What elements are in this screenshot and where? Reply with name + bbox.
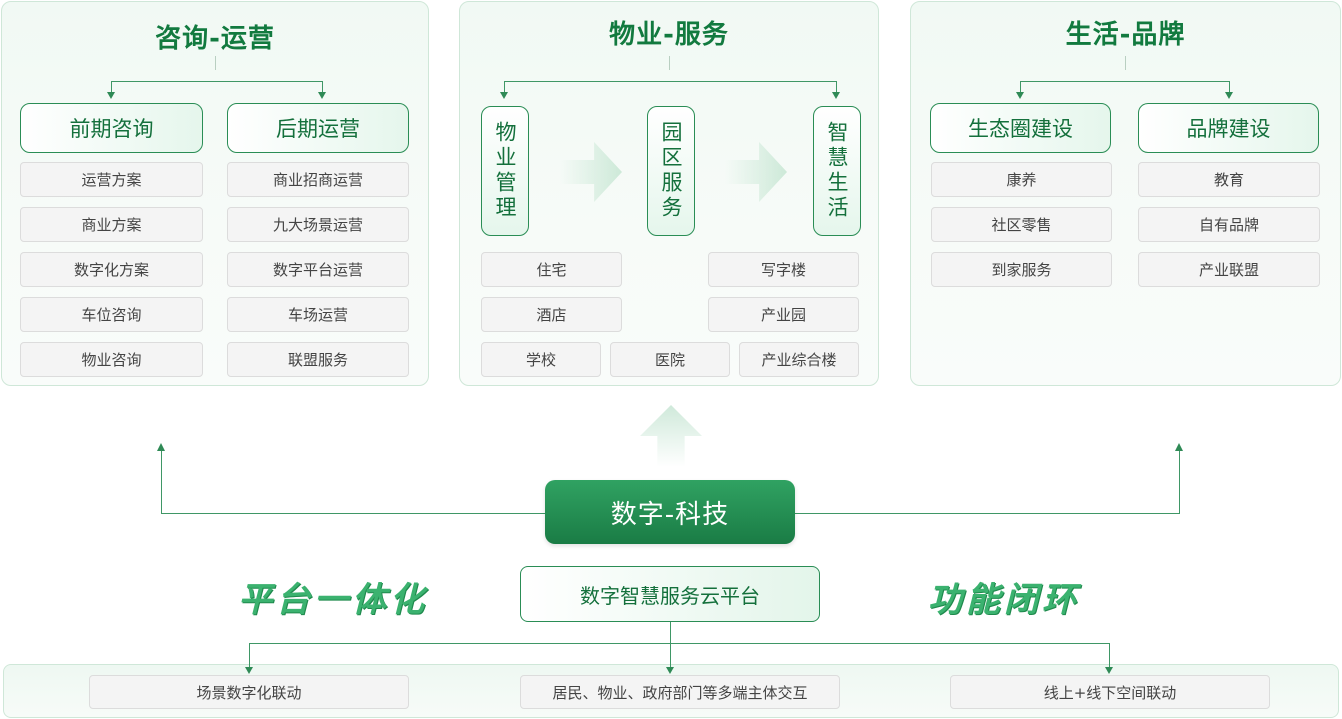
- platform-arrow-2: [666, 667, 674, 674]
- consulting-connector-right: [322, 81, 323, 93]
- platform-arrow-1: [245, 667, 253, 674]
- life-connector-bar: [1020, 81, 1230, 82]
- property-item: 产业园: [708, 297, 859, 332]
- ecosystem-item: 社区零售: [931, 207, 1112, 242]
- property-item: 学校: [481, 342, 601, 377]
- platform-connector-1: [249, 643, 250, 667]
- slogan-platform: 平台一体化: [238, 580, 428, 620]
- brand-item: 教育: [1138, 162, 1320, 197]
- consulting-arrow-left: [107, 92, 115, 99]
- property-item: 产业综合楼: [739, 342, 859, 377]
- platform-connector-bar: [249, 643, 1110, 644]
- bottom-item-space: 线上+线下空间联动: [950, 675, 1270, 709]
- platform-arrow-3: [1105, 667, 1113, 674]
- slogan-closed-loop: 功能闭环: [928, 580, 1080, 620]
- property-connector-right: [836, 81, 837, 93]
- consulting-connector-bar: [111, 81, 323, 82]
- operation-item: 九大场景运营: [227, 207, 409, 242]
- operation-item: 联盟服务: [227, 342, 409, 377]
- operation-item: 数字平台运营: [227, 252, 409, 287]
- bottom-item-interaction: 居民、物业、政府部门等多端主体交互: [520, 675, 840, 709]
- life-head-brand: 品牌建设: [1138, 103, 1319, 153]
- property-step-smart-life: 智慧生活: [813, 106, 861, 236]
- digital-tech-box: 数字-科技: [545, 480, 795, 544]
- up-arrow-icon: [640, 405, 702, 467]
- operation-item: 商业招商运营: [227, 162, 409, 197]
- life-connector-left: [1020, 81, 1021, 93]
- operation-item: 车场运营: [227, 297, 409, 332]
- ecosystem-item: 康养: [931, 162, 1112, 197]
- consulting-head-early: 前期咨询: [20, 103, 203, 153]
- tech-connector-right-up: [1179, 450, 1180, 513]
- property-item: 写字楼: [708, 252, 859, 287]
- property-connector-left: [504, 81, 505, 93]
- property-item: 医院: [610, 342, 730, 377]
- consulting-arrow-right: [318, 92, 326, 99]
- brand-item: 产业联盟: [1138, 252, 1320, 287]
- consulting-connector-left: [111, 81, 112, 93]
- property-step-park: 园区服务: [647, 106, 695, 236]
- life-title: 生活-品牌: [1065, 20, 1186, 50]
- tech-arrow-right: [1175, 443, 1183, 451]
- consulting-item: 数字化方案: [20, 252, 203, 287]
- tech-arrow-left: [157, 443, 165, 451]
- consulting-item: 运营方案: [20, 162, 203, 197]
- property-connector-stem: [669, 56, 670, 70]
- life-head-ecosystem: 生态圈建设: [930, 103, 1111, 153]
- property-arrow-left: [500, 92, 508, 99]
- property-item: 酒店: [481, 297, 622, 332]
- life-connector-right: [1229, 81, 1230, 93]
- brand-item: 自有品牌: [1138, 207, 1320, 242]
- platform-connector-2: [670, 643, 671, 667]
- life-connector-stem: [1125, 56, 1126, 70]
- property-step-management: 物业管理: [481, 106, 529, 236]
- tech-connector-left-up: [161, 450, 162, 513]
- life-arrow-right: [1225, 92, 1233, 99]
- cloud-platform-box: 数字智慧服务云平台: [520, 566, 820, 622]
- tech-connector-left: [161, 513, 545, 514]
- consulting-connector-stem: [215, 56, 216, 70]
- consulting-item: 车位咨询: [20, 297, 203, 332]
- tech-connector-right: [795, 513, 1180, 514]
- platform-connector-stem: [670, 622, 671, 643]
- ecosystem-item: 到家服务: [931, 252, 1112, 287]
- platform-connector-3: [1109, 643, 1110, 667]
- property-arrow-right: [832, 92, 840, 99]
- consulting-head-late: 后期运营: [227, 103, 409, 153]
- consulting-item: 商业方案: [20, 207, 203, 242]
- property-connector-bar: [504, 81, 837, 82]
- consulting-title: 咨询-运营: [155, 24, 275, 54]
- life-arrow-left: [1016, 92, 1024, 99]
- bottom-item-scene: 场景数字化联动: [89, 675, 409, 709]
- property-item: 住宅: [481, 252, 622, 287]
- property-title: 物业-服务: [609, 20, 729, 50]
- consulting-item: 物业咨询: [20, 342, 203, 377]
